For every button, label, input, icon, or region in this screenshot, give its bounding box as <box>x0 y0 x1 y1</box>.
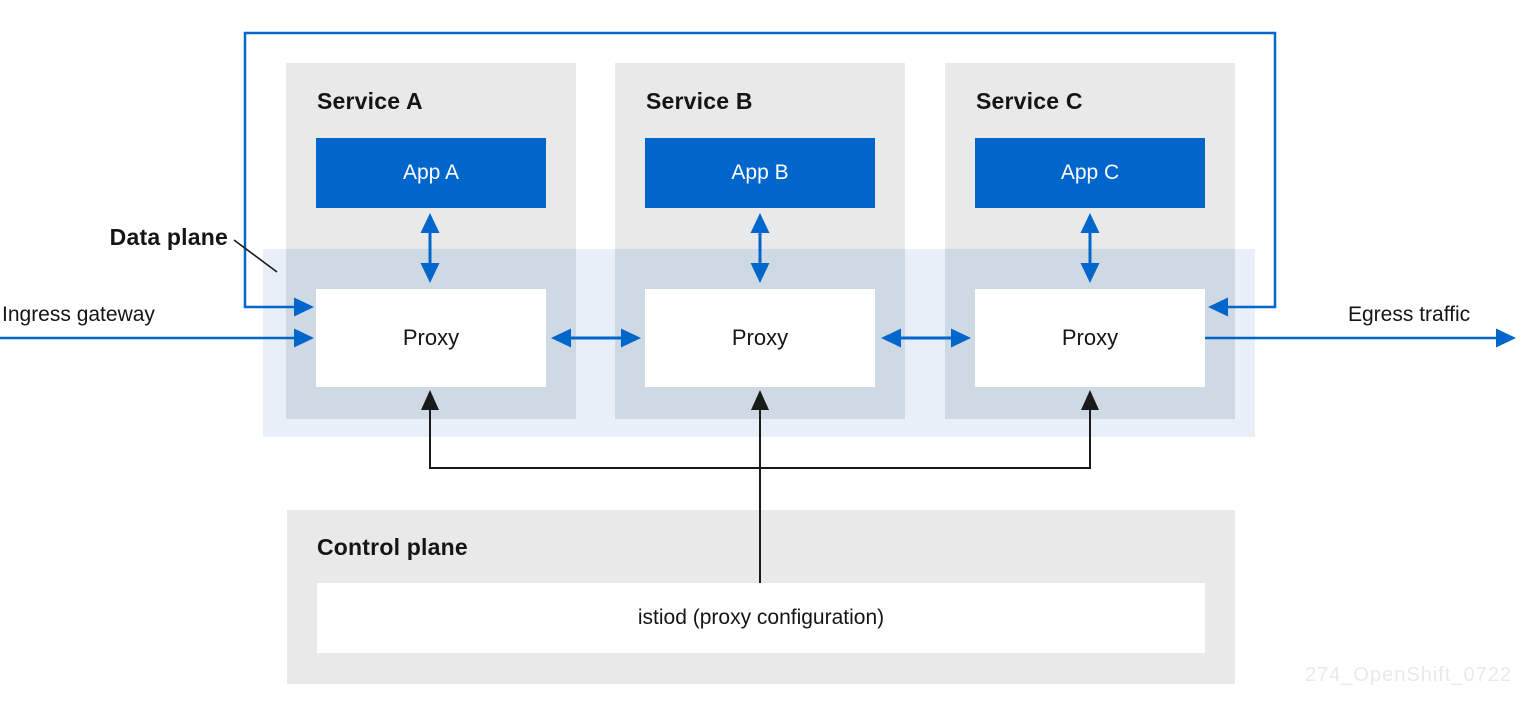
watermark-text: 274_OpenShift_0722 <box>1304 664 1512 686</box>
egress-traffic-label: Egress traffic <box>1348 303 1471 326</box>
proxy-a-box: Proxy <box>316 289 546 387</box>
proxy-b-box: Proxy <box>645 289 875 387</box>
service-a-title: Service A <box>317 88 423 114</box>
data-plane-label: Data plane <box>109 224 228 250</box>
proxy-a-label: Proxy <box>402 325 460 350</box>
app-a-box: App A <box>316 138 546 208</box>
app-c-box: App C <box>975 138 1205 208</box>
proxy-c-label: Proxy <box>1061 325 1119 350</box>
istiod-box: istiod (proxy configuration) <box>317 583 1205 653</box>
app-b-label: App B <box>731 161 789 184</box>
app-b-box: App B <box>645 138 875 208</box>
service-b-title: Service B <box>646 88 753 114</box>
proxy-c-box: Proxy <box>975 289 1205 387</box>
proxy-b-label: Proxy <box>731 325 789 350</box>
istiod-label: istiod (proxy configuration) <box>637 606 885 629</box>
app-c-label: App C <box>1060 161 1120 184</box>
app-a-label: App A <box>402 161 460 184</box>
ingress-gateway-label: Ingress gateway <box>2 303 155 326</box>
control-plane-title: Control plane <box>317 534 468 560</box>
service-c-title: Service C <box>976 88 1083 114</box>
